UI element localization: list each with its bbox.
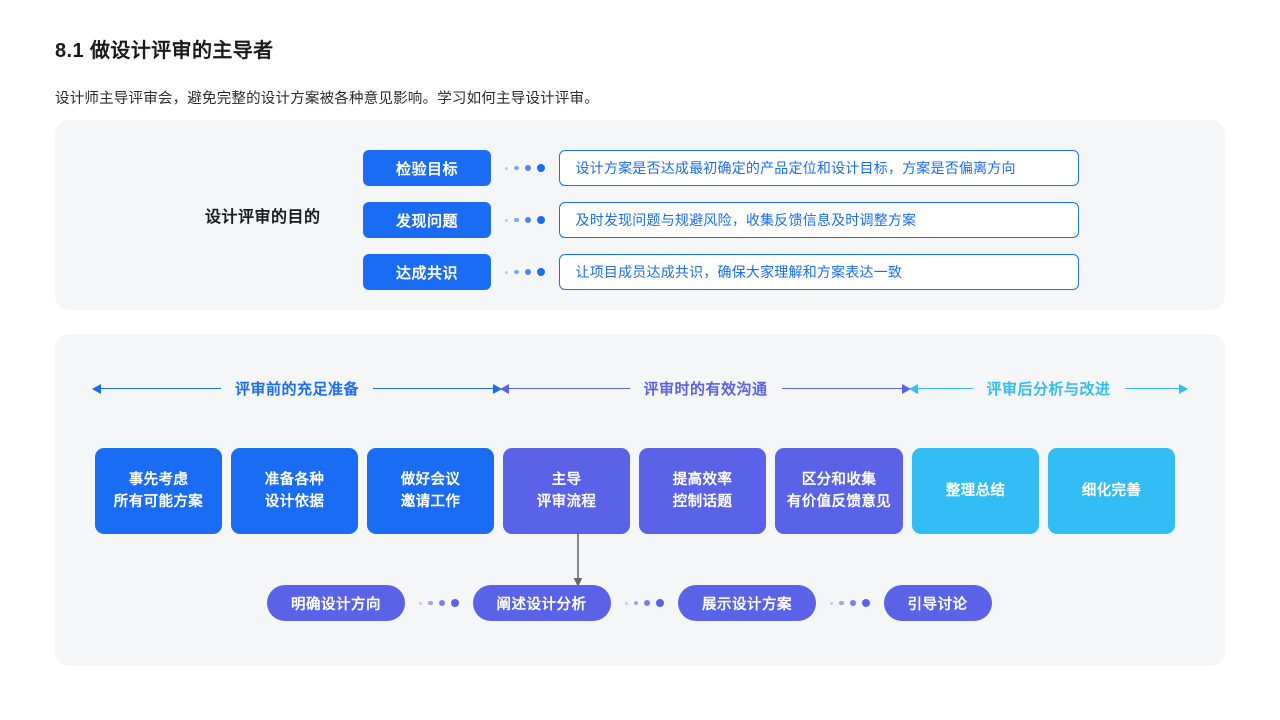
purpose-tag[interactable]: 检验目标 [363,150,491,186]
process-card: 评审前的充足准备 评审时的有效沟通 评审后分析与改进 事先考虑 所有可能方案 [55,334,1225,666]
phase-label: 评审时的有效沟通 [643,381,768,398]
purpose-card-label: 设计评审的目的 [205,209,321,226]
phase-label: 评审后分析与改进 [986,381,1111,398]
step-card[interactable]: 准备各种 设计依据 [231,448,358,534]
pill-item[interactable]: 引导讨论 [883,585,992,621]
purpose-description: 让项目成员达成共识，确保大家理解和方案表达一致 [558,254,1079,290]
dot-connector-icon [405,599,473,607]
purpose-row: 发现问题 及时发现问题与规避风险，收集反馈信息及时调整方案 [363,202,1079,238]
purpose-row: 达成共识 让项目成员达成共识，确保大家理解和方案表达一致 [363,254,1079,290]
step-line-1: 提高效率 [672,471,733,488]
phase-group-2: 评审时的有效沟通 [501,378,910,399]
step-line-1: 整理总结 [945,482,1006,499]
step-card-row: 事先考虑 所有可能方案 准备各种 设计依据 做好会议 邀请工作 主导 评审流程 … [95,448,1175,534]
purpose-row: 检验目标 设计方案是否达成最初确定的产品定位和设计目标，方案是否偏离方向 [363,150,1079,186]
pill-row: 明确设计方向 阐述设计分析 展示设计方案 引导讨论 [267,585,992,621]
purpose-card: 设计评审的目的 检验目标 设计方案是否达成最初确定的产品定位和设计目标，方案是否… [55,120,1225,310]
step-card[interactable]: 整理总结 [912,448,1039,534]
step-card[interactable]: 事先考虑 所有可能方案 [95,448,222,534]
heading-block: 8.1 做设计评审的主导者 设计师主导评审会，避免完整的设计方案被各种意见影响。… [55,34,599,108]
step-line-1: 做好会议 [400,471,461,488]
page-subtitle: 设计师主导评审会，避免完整的设计方案被各种意见影响。学习如何主导设计评审。 [55,91,599,107]
phase-label: 评审前的充足准备 [235,381,360,398]
phase-header-row: 评审前的充足准备 评审时的有效沟通 评审后分析与改进 [93,378,1187,399]
dot-connector-icon [491,164,559,172]
step-card[interactable]: 提高效率 控制话题 [639,448,766,534]
page-title: 8.1 做设计评审的主导者 [55,40,274,62]
step-line-2: 评审流程 [536,494,597,510]
step-line-1: 事先考虑 [128,471,189,488]
step-line-1: 区分和收集 [801,471,877,488]
step-card[interactable]: 主导 评审流程 [503,448,630,534]
pill-item[interactable]: 明确设计方向 [267,585,405,621]
step-line-2: 所有可能方案 [113,494,204,510]
purpose-description: 及时发现问题与规避风险，收集反馈信息及时调整方案 [558,202,1079,238]
arrow-left-icon [910,387,973,390]
arrow-right-icon [1124,387,1188,390]
pill-item[interactable]: 阐述设计分析 [472,585,611,621]
dot-connector-icon [816,599,884,607]
dot-connector-icon [491,216,559,224]
dot-connector-icon [491,268,559,276]
purpose-row-list: 检验目标 设计方案是否达成最初确定的产品定位和设计目标，方案是否偏离方向 发现问… [363,150,1079,290]
step-card[interactable]: 细化完善 [1048,448,1175,534]
phase-group-3: 评审后分析与改进 [910,378,1187,399]
arrow-left-icon [501,387,630,390]
purpose-tag[interactable]: 达成共识 [363,254,491,290]
step-line-2: 控制话题 [672,494,733,510]
step-line-1: 准备各种 [264,471,325,488]
purpose-description: 设计方案是否达成最初确定的产品定位和设计目标，方案是否偏离方向 [558,150,1079,186]
dot-connector-icon [611,599,679,607]
pill-item[interactable]: 展示设计方案 [678,585,816,621]
arrow-right-icon [781,387,911,390]
step-card[interactable]: 区分和收集 有价值反馈意见 [775,448,903,534]
step-line-1: 主导 [551,471,582,488]
step-card[interactable]: 做好会议 邀请工作 [367,448,494,534]
step-line-2: 邀请工作 [400,494,461,510]
step-line-2: 有价值反馈意见 [786,494,892,510]
purpose-tag[interactable]: 发现问题 [363,202,491,238]
phase-group-1: 评审前的充足准备 [93,378,502,399]
arrow-right-icon [373,387,502,390]
step-line-1: 细化完善 [1081,482,1142,499]
step-line-2: 设计依据 [264,494,325,510]
arrow-left-icon [93,387,221,390]
